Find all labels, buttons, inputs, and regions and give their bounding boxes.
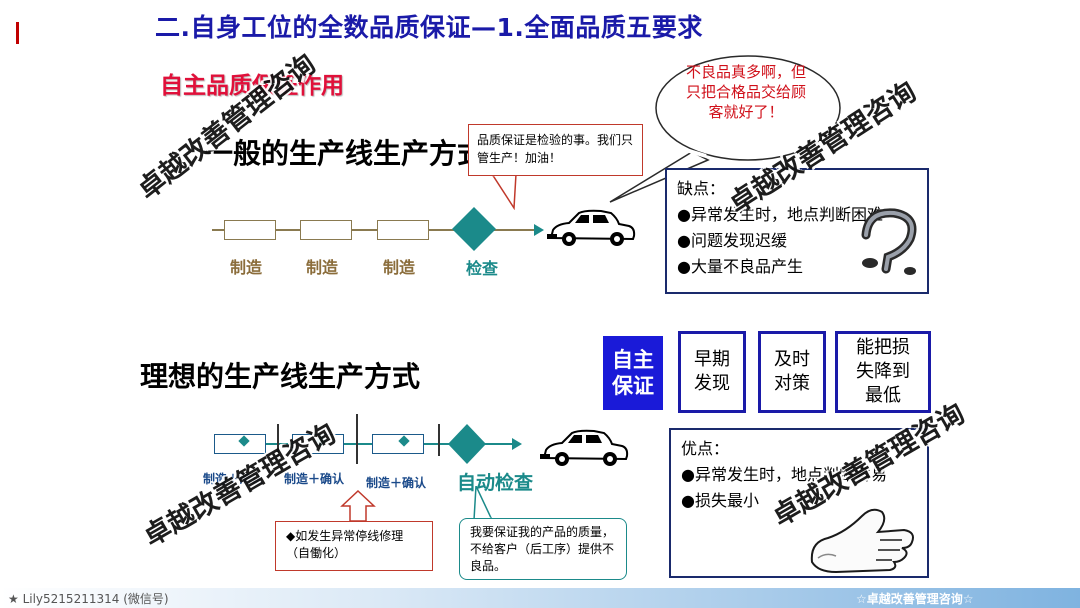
stop-line-marker-3	[438, 424, 440, 456]
general-flow-arrow	[534, 224, 544, 236]
title-accent-bar	[16, 22, 19, 44]
advantage-item: ●损失最小	[681, 491, 759, 510]
stop-line-marker-2	[356, 414, 358, 464]
worker-speech-bubble: 品质保证是检验的事。我们只管生产！加油！	[468, 124, 643, 176]
general-line-heading: 一般的生产线生产方式	[205, 137, 486, 170]
process-check-box-1	[214, 434, 266, 454]
step-early-detection: 早期发现	[678, 331, 746, 413]
thumbs-up-icon	[810, 508, 914, 574]
general-flow-line	[212, 229, 538, 231]
drawback-item: ●大量不良品产生	[677, 257, 803, 276]
worker-bubble-tail	[491, 174, 517, 210]
slide-title: 二.自身工位的全数品质保证—1.全面品质五要求	[155, 13, 703, 42]
quality-note: 我要保证我的产品的质量，不给客户（后工序）提供不良品。	[459, 518, 627, 580]
stop-line-marker-1	[277, 424, 279, 456]
ideal-line-heading: 理想的生产线生产方式	[140, 360, 421, 393]
quality-note-tail	[473, 486, 493, 520]
car-icon	[547, 209, 636, 246]
step-timely-countermeasure: 及时对策	[758, 331, 826, 413]
process-check-label-2: 制造＋确认	[284, 472, 345, 486]
process-label-2: 制造	[306, 258, 339, 277]
inspector-thought-text: 不良品真多啊，但只把合格品交给顾客就好了！	[686, 63, 807, 121]
question-mark-icon	[861, 208, 917, 275]
process-box-2	[300, 220, 352, 240]
inspection-diamond	[452, 207, 496, 251]
drawback-item: ●异常发生时，地点判断困难	[677, 205, 883, 224]
inspector-bubble-shape	[609, 55, 841, 203]
drawbacks-title: 缺点：	[677, 179, 726, 198]
stop-note-arrow	[340, 490, 376, 522]
drawback-item: ●问题发现迟缓	[677, 231, 787, 250]
stop-line-note: ◆如发生异常停线修理（自働化）	[275, 521, 433, 571]
footer-bar	[0, 588, 1080, 608]
process-check-label-1: 制造＋确认	[203, 472, 264, 486]
car-icon	[540, 429, 629, 466]
process-check-box-3	[372, 434, 424, 454]
process-label-3: 制造	[383, 258, 416, 277]
step-minimize-loss: 能把损失降到最低	[835, 331, 931, 413]
process-box-3	[377, 220, 429, 240]
process-check-label-3: 制造＋确认	[366, 476, 427, 490]
process-label-1: 制造	[230, 258, 263, 277]
slide-subtitle: 自主品质保证作用	[160, 73, 344, 99]
inspection-label: 检查	[466, 259, 499, 278]
auto-inspection-diamond	[448, 424, 486, 464]
footer-brand: ☆卓越改善管理咨询☆	[856, 592, 974, 606]
self-assurance-box: 自主保证	[603, 336, 663, 410]
footer-wechat-id: ★ Lily5215211314 (微信号)	[8, 592, 169, 606]
process-box-1	[224, 220, 276, 240]
advantages-title: 优点：	[681, 439, 730, 458]
ideal-flow-arrow	[512, 438, 522, 450]
ideal-flow-line	[214, 443, 514, 445]
advantage-item: ●异常发生时，地点判断容易	[681, 465, 887, 484]
